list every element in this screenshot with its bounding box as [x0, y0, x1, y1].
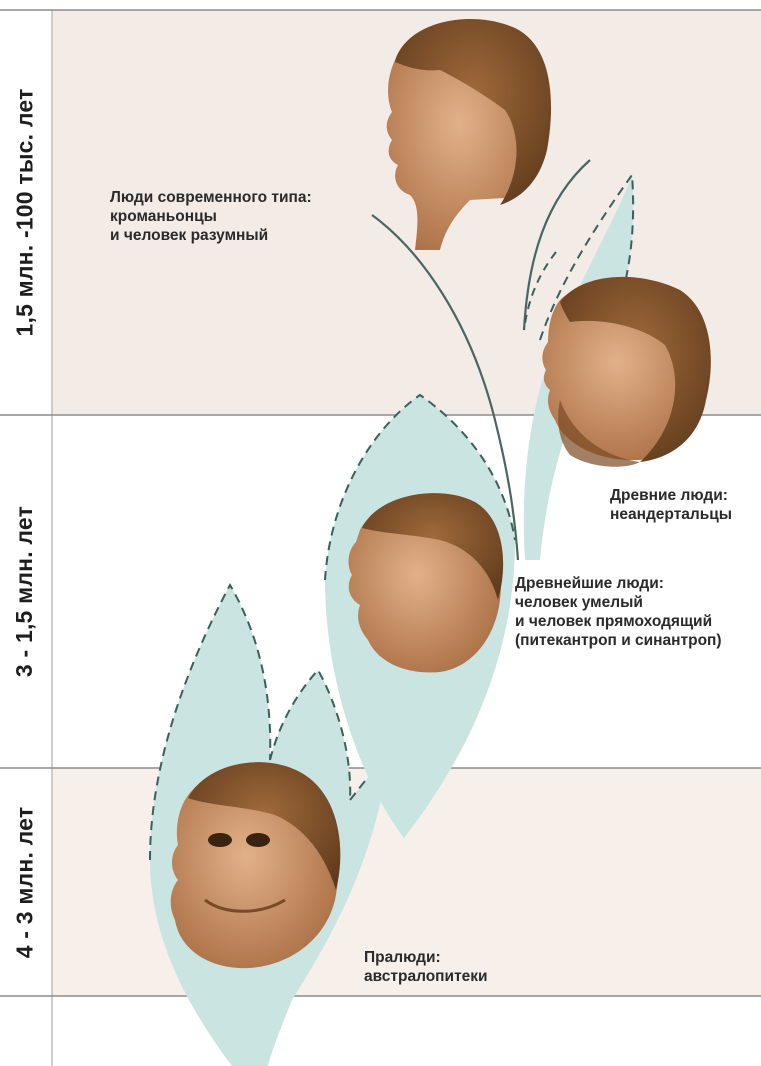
era-label-middle-text: 3 - 1,5 млн. лет	[12, 506, 39, 677]
caption-ancient-line-2: неандертальцы	[610, 505, 732, 524]
caption-oldest-line-3: и человек прямоходящий	[515, 612, 722, 631]
australopithecus-head-icon	[171, 762, 341, 968]
neanderthal-head-icon	[542, 277, 710, 467]
caption-oldest-humans: Древнейшие люди: человек умелый и челове…	[515, 574, 722, 650]
caption-modern-line-3: и человек разумный	[110, 226, 312, 245]
caption-modern-line-2: кроманьонцы	[110, 207, 312, 226]
caption-modern-humans: Люди современного типа: кроманьонцы и че…	[110, 188, 312, 245]
caption-prehumans: Пралюди: австралопитеки	[364, 948, 488, 986]
era-label-recent: 1,5 млн. -100 тыс. лет	[2, 10, 48, 415]
caption-oldest-line-2: человек умелый	[515, 593, 722, 612]
caption-ancient-line-1: Древние люди:	[610, 486, 732, 505]
caption-pre-line-1: Пралюди:	[364, 948, 488, 967]
era-label-recent-text: 1,5 млн. -100 тыс. лет	[12, 88, 39, 336]
caption-modern-line-1: Люди современного типа:	[110, 188, 312, 207]
era-label-middle: 3 - 1,5 млн. лет	[2, 415, 48, 768]
caption-pre-line-2: австралопитеки	[364, 967, 488, 986]
era-label-early: 4 - 3 млн. лет	[2, 768, 48, 996]
caption-ancient-humans: Древние люди: неандертальцы	[610, 486, 732, 524]
caption-oldest-line-4: (питекантроп и синантроп)	[515, 631, 722, 650]
homo-erectus-head-icon	[349, 493, 504, 672]
era-label-early-text: 4 - 3 млн. лет	[12, 806, 39, 958]
caption-oldest-line-1: Древнейшие люди:	[515, 574, 722, 593]
